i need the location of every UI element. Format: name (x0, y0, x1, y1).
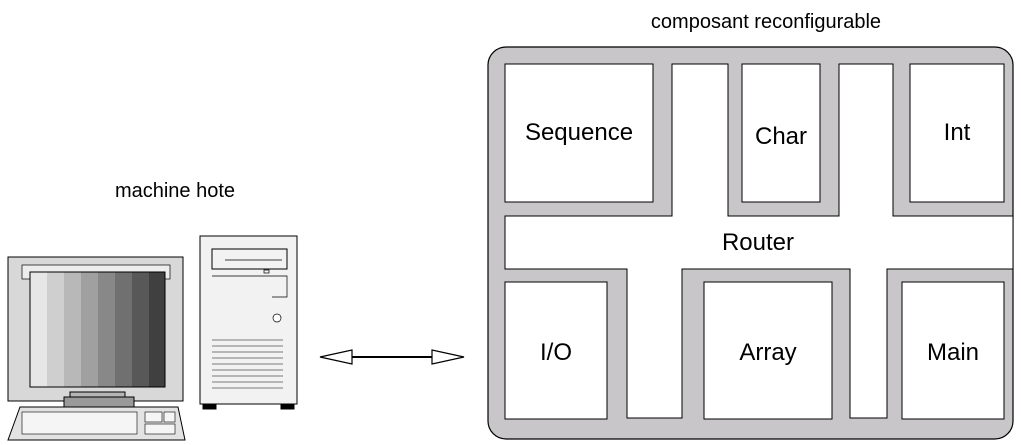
module-main (901, 281, 1005, 420)
module-main-label: Main (927, 339, 979, 366)
pc-monitor (7, 256, 184, 408)
router-channel (504, 63, 1014, 419)
module-io (504, 281, 608, 420)
desktop-computer-icon (7, 235, 298, 441)
module-sequence-label: Sequence (525, 119, 633, 146)
module-char (741, 63, 821, 203)
module-array-label: Array (739, 339, 796, 366)
module-io-label: I/O (540, 339, 572, 366)
bidirectional-arrow-icon (319, 349, 465, 365)
router-label: Router (722, 229, 794, 256)
module-array (703, 281, 833, 420)
module-int-label: Int (944, 119, 971, 146)
pc-tower (199, 235, 298, 410)
module-sequence (504, 63, 654, 203)
module-char-label: Char (755, 123, 807, 150)
host-label: machine hote (115, 180, 235, 202)
reconfigurable-component: Sequence Char Int Router I/O Array Main (487, 46, 1014, 440)
component-title: composant reconfigurable (651, 11, 881, 33)
module-int (909, 63, 1005, 203)
pc-keyboard (7, 406, 186, 441)
